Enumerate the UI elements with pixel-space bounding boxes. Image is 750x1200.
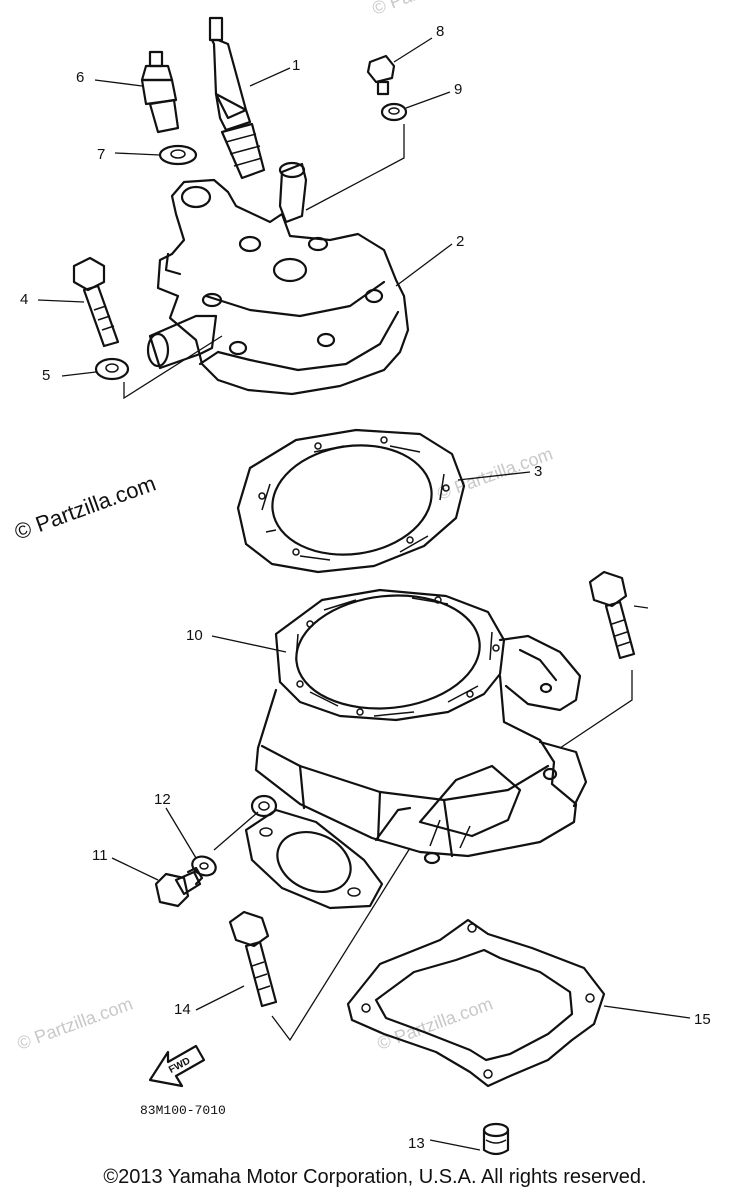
part-code: 83M100-7010 bbox=[140, 1103, 226, 1118]
cylinder-head-2 bbox=[146, 161, 410, 396]
bolt-14 bbox=[228, 910, 278, 1008]
callout-5: 5 bbox=[42, 335, 223, 400]
svg-text:11: 11 bbox=[92, 847, 108, 864]
svg-text:10: 10 bbox=[186, 627, 203, 644]
callout-3: 3 bbox=[457, 463, 542, 481]
dowel-13 bbox=[482, 1122, 510, 1156]
washer-7 bbox=[158, 144, 198, 166]
spark-plug-1 bbox=[208, 16, 266, 180]
svg-text:5: 5 bbox=[42, 367, 50, 384]
callout-9: 9 bbox=[305, 81, 462, 211]
svg-text:3: 3 bbox=[534, 463, 542, 480]
svg-text:15: 15 bbox=[694, 1011, 711, 1028]
watermark-faint: © Partzilla.com bbox=[370, 0, 491, 19]
svg-text:7: 7 bbox=[97, 146, 105, 163]
svg-text:12: 12 bbox=[154, 791, 171, 808]
svg-text:14: 14 bbox=[174, 1001, 191, 1018]
bolt-11 bbox=[154, 866, 204, 908]
temp-sender-6 bbox=[140, 50, 180, 134]
head-gasket-3 bbox=[236, 428, 466, 574]
washer-5 bbox=[94, 357, 130, 381]
fwd-arrow-icon: FWD bbox=[148, 1044, 206, 1088]
washer-9 bbox=[380, 102, 408, 122]
callout-1: 1 bbox=[249, 57, 300, 87]
washer-12 bbox=[191, 855, 217, 877]
callout-7: 7 bbox=[97, 146, 161, 163]
bolt-right bbox=[559, 570, 649, 749]
callout-10: 10 bbox=[186, 627, 287, 653]
cylinder-10 bbox=[244, 588, 588, 910]
callout-4: 4 bbox=[20, 291, 85, 308]
svg-text:6: 6 bbox=[76, 69, 84, 86]
svg-text:1: 1 bbox=[292, 57, 300, 74]
callout-13: 13 bbox=[408, 1135, 481, 1152]
bolt-4 bbox=[72, 256, 120, 348]
svg-text:13: 13 bbox=[408, 1135, 425, 1152]
callout-6: 6 bbox=[76, 69, 143, 87]
svg-text:9: 9 bbox=[454, 81, 462, 98]
watermark-faint: © Partzilla.com bbox=[375, 993, 496, 1053]
callout-11: 11 bbox=[92, 847, 159, 881]
callout-12: 12 bbox=[154, 791, 259, 859]
copyright-notice: ©2013 Yamaha Motor Corporation, U.S.A. A… bbox=[103, 1166, 647, 1188]
parts-diagram: © Partzilla.com © Partzilla.com © Partzi… bbox=[11, 0, 711, 1156]
callout-2: 2 bbox=[395, 233, 464, 287]
base-gasket-15 bbox=[346, 918, 606, 1088]
svg-text:8: 8 bbox=[436, 23, 444, 40]
callout-8: 8 bbox=[393, 23, 444, 63]
watermark-main: © Partzilla.com bbox=[11, 471, 159, 545]
watermark-faint: © Partzilla.com bbox=[15, 993, 136, 1053]
svg-text:2: 2 bbox=[456, 233, 464, 250]
svg-text:4: 4 bbox=[20, 291, 28, 308]
callout-15: 15 bbox=[603, 1005, 711, 1028]
callout-14: 14 bbox=[174, 847, 411, 1042]
bolt-8 bbox=[366, 54, 396, 96]
